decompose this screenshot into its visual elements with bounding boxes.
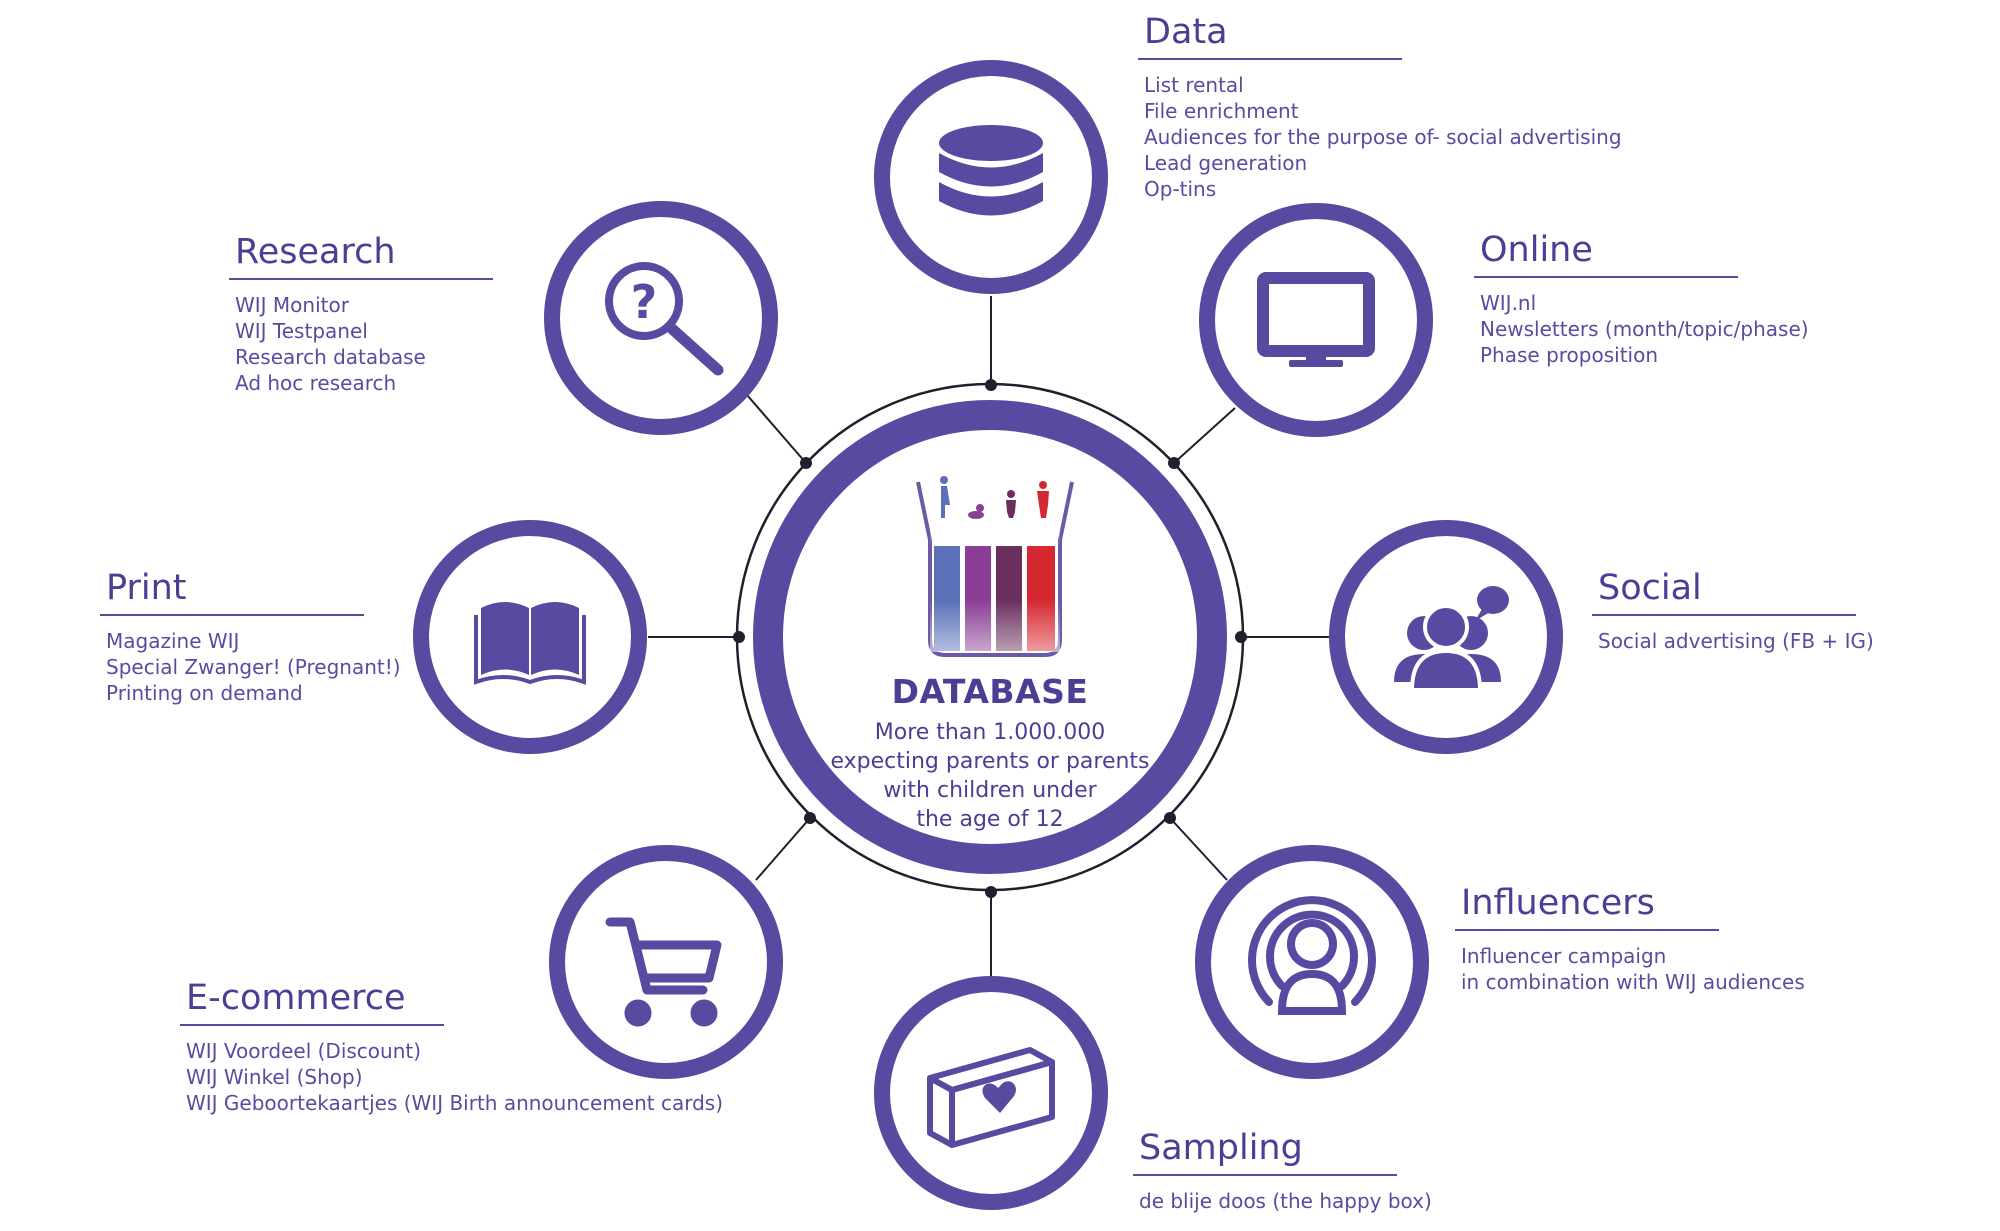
list-item: Social advertising (FB + IG) (1598, 629, 1874, 653)
section-title: Data (1138, 12, 1402, 60)
section-title: Research (229, 232, 493, 280)
section-items: Influencer campaign in combination with … (1455, 943, 1805, 995)
section-ecommerce: E-commerce WIJ Voordeel (Discount) WIJ W… (180, 978, 724, 1116)
list-item: Op-tins (1144, 177, 1217, 201)
broadcast-person-icon (1248, 896, 1376, 1015)
list-item: WIJ.nl (1480, 291, 1537, 315)
section-online: Online WIJ.nl Newsletters (month/topic/p… (1474, 230, 1809, 368)
list-item: WIJ Testpanel (235, 319, 368, 343)
section-title: Influencers (1455, 883, 1719, 931)
list-item: Research database (235, 345, 426, 369)
list-item: Ad hoc research (235, 371, 397, 395)
section-title: Print (100, 568, 364, 616)
junction-dots (733, 379, 1247, 898)
list-item: WIJ Monitor (235, 293, 349, 317)
section-items: Magazine WIJ Special Zwanger! (Pregnant!… (100, 628, 401, 706)
section-sampling: Sampling de blije doos (the happy box) (1133, 1128, 1432, 1214)
heart-box-icon (927, 1047, 1055, 1148)
node-ecommerce (549, 845, 783, 1079)
section-research: Research WIJ Monitor WIJ Testpanel Resea… (229, 232, 493, 396)
center-desc-line: expecting parents or parents (830, 749, 1150, 774)
center-desc-line: with children under (883, 778, 1097, 803)
magnifier-question-icon: ? (605, 262, 724, 376)
section-items: List rental File enrichment Audiences fo… (1138, 72, 1622, 202)
monitor-icon (1257, 272, 1375, 367)
group-chat-icon (1394, 586, 1509, 692)
node-online (1199, 203, 1433, 437)
center-desc-line: More than 1.000.000 (874, 720, 1106, 745)
connector-lines (648, 296, 1331, 980)
list-item: File enrichment (1144, 99, 1299, 123)
list-item: in combination with WIJ audiences (1461, 970, 1805, 994)
list-item: Magazine WIJ (106, 629, 240, 653)
section-items: Social advertising (FB + IG) (1592, 628, 1874, 654)
list-item: WIJ Geboortekaartjes (WIJ Birth announce… (186, 1091, 724, 1115)
section-items: WIJ Monitor WIJ Testpanel Research datab… (229, 292, 493, 396)
list-item: WIJ Voordeel (Discount) (186, 1039, 422, 1063)
list-item: Lead generation (1144, 151, 1308, 175)
section-items: WIJ Voordeel (Discount) WIJ Winkel (Shop… (180, 1038, 724, 1116)
section-print: Print Magazine WIJ Special Zwanger! (Pre… (100, 568, 401, 706)
database-jar-icon (916, 476, 1074, 657)
node-research (544, 201, 778, 435)
list-item: Special Zwanger! (Pregnant!) (106, 655, 401, 679)
section-items: WIJ.nl Newsletters (month/topic/phase) P… (1474, 290, 1809, 368)
connector-research (746, 394, 807, 464)
center-desc-line: the age of 12 (916, 807, 1064, 832)
section-social: Social Social advertising (FB + IG) (1592, 568, 1874, 654)
section-title: E-commerce (180, 978, 444, 1026)
list-item: Influencer campaign (1461, 944, 1667, 968)
connector-influencers (1169, 817, 1228, 881)
list-item: List rental (1144, 73, 1244, 97)
database-icon (939, 125, 1043, 216)
shopping-cart-icon (605, 917, 722, 1027)
node-print (413, 520, 647, 754)
list-item: WIJ Winkel (Shop) (186, 1065, 363, 1089)
section-influencers: Influencers Influencer campaign in combi… (1455, 883, 1805, 995)
section-data: Data List rental File enrichment Audienc… (1138, 12, 1622, 202)
section-title: Sampling (1133, 1128, 1397, 1176)
family-figures-icon (940, 476, 1049, 519)
list-item: Newsletters (month/topic/phase) (1480, 317, 1809, 341)
connector-ecommerce (755, 817, 811, 881)
list-item: de blije doos (the happy box) (1139, 1189, 1432, 1213)
svg-text:?: ? (631, 275, 658, 329)
list-item: Audiences for the purpose of- social adv… (1144, 125, 1622, 149)
list-item: Phase proposition (1480, 343, 1659, 367)
section-items: de blije doos (the happy box) (1133, 1188, 1432, 1214)
center-title: DATABASE (891, 672, 1089, 711)
connector-online (1173, 407, 1236, 464)
list-item: Printing on demand (106, 681, 303, 705)
center-description: More than 1.000.000 expecting parents or… (790, 718, 1190, 834)
section-title: Online (1474, 230, 1738, 278)
open-book-icon (474, 602, 586, 685)
section-title: Social (1592, 568, 1856, 616)
